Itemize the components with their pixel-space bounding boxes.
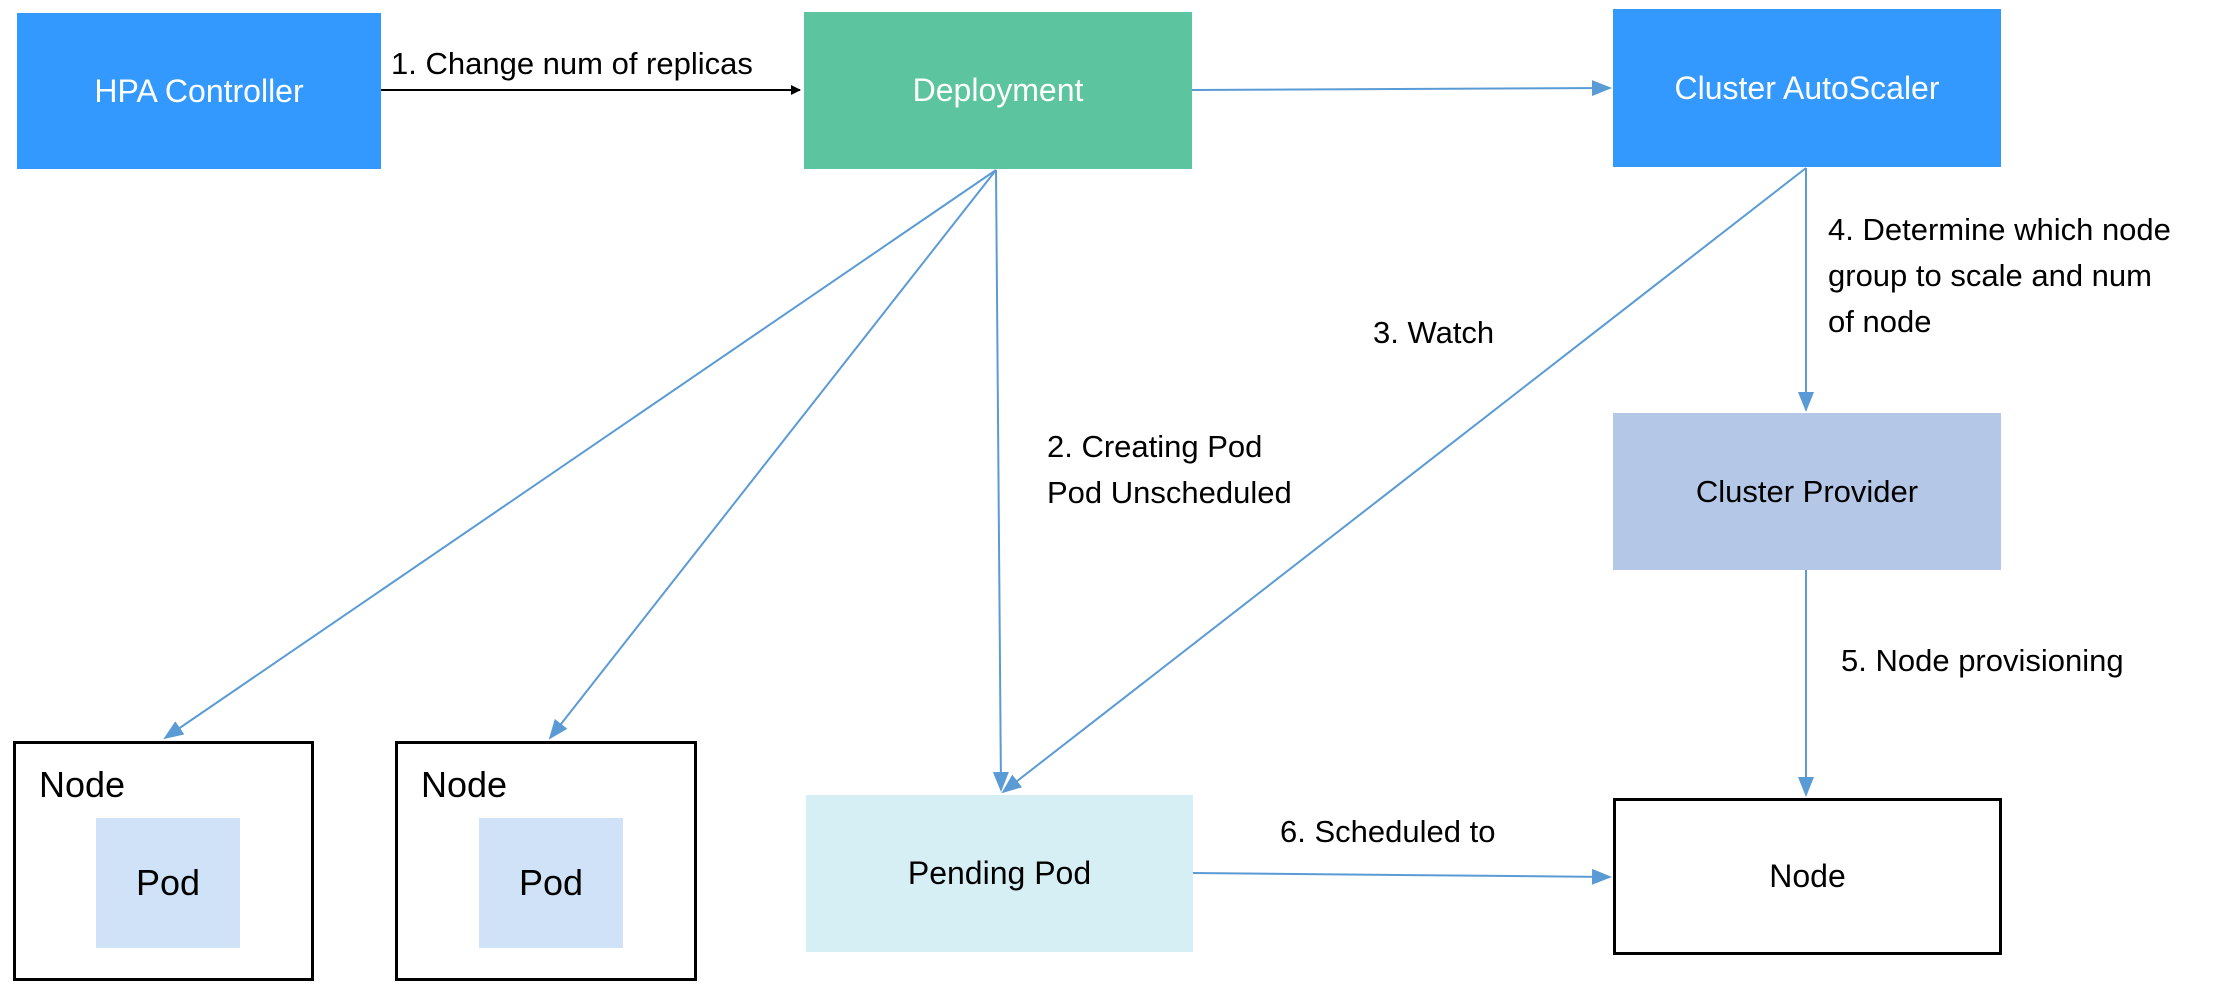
arrow-autoscaler-watch-pending-pod xyxy=(1001,167,1807,794)
edge-label-determine-node-group: 4. Determine which node group to scale a… xyxy=(1828,207,2171,345)
deployment-box: Deployment xyxy=(804,12,1192,169)
deployment-label: Deployment xyxy=(912,72,1084,108)
edge-label-line: 2. Creating Pod xyxy=(1047,429,1263,464)
cluster-provider-box: Cluster Provider xyxy=(1613,413,2001,570)
pending-pod-label: Pending Pod xyxy=(907,855,1092,891)
arrow-deployment-to-node2 xyxy=(548,169,997,740)
edge-label-line: group to scale and num xyxy=(1828,258,2152,293)
pod-label: Pod xyxy=(518,862,584,903)
cluster-autoscaler-label: Cluster AutoScaler xyxy=(1674,69,1940,106)
edge-label-creating-pod: 2. Creating Pod Pod Unscheduled xyxy=(1047,424,1292,516)
hpa-controller-label: HPA Controller xyxy=(94,72,304,109)
hpa-controller-box: HPA Controller xyxy=(17,13,381,169)
pod-label: Pod xyxy=(135,862,201,903)
cluster-autoscaler-box: Cluster AutoScaler xyxy=(1613,9,2001,167)
edge-label-line: 4. Determine which node xyxy=(1828,212,2171,247)
existing-node-box: Node Pod xyxy=(395,741,697,981)
edge-label-change-replicas: 1. Change num of replicas xyxy=(391,46,753,81)
arrow-deployment-to-node1 xyxy=(163,169,997,740)
arrow-deployment-to-pending-pod xyxy=(992,169,1009,792)
node-label: Node xyxy=(39,764,126,805)
arrow-pending-pod-to-node xyxy=(1192,868,1612,885)
pod-box: Pod xyxy=(96,818,240,948)
new-node-label: Node xyxy=(1769,858,1846,894)
edge-label-node-provisioning: 5. Node provisioning xyxy=(1841,643,2124,678)
cluster-provider-label: Cluster Provider xyxy=(1695,473,1919,509)
pending-pod-box: Pending Pod xyxy=(806,795,1193,952)
node-label: Node xyxy=(421,764,508,805)
arrow-deployment-to-autoscaler xyxy=(1191,80,1612,97)
existing-node-box: Node Pod xyxy=(13,741,314,981)
pod-box: Pod xyxy=(479,818,623,948)
edge-label-line: Pod Unscheduled xyxy=(1047,475,1292,510)
edge-label-watch: 3. Watch xyxy=(1373,315,1495,350)
edge-label-line: of node xyxy=(1828,304,1932,339)
edge-label-scheduled-to: 6. Scheduled to xyxy=(1280,814,1496,849)
new-node-box: Node xyxy=(1613,798,2002,955)
